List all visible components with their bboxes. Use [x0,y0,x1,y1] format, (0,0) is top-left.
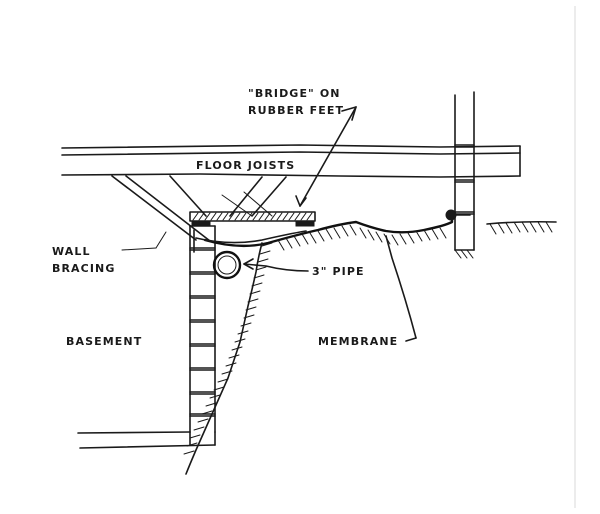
pipe-label: 3" PIPE [312,265,365,278]
wall-bracing-leader [121,231,167,251]
floor-joists [61,144,521,178]
wall-bracing-label-line1: WALL [52,245,91,258]
floor-slab [77,431,216,449]
membrane-fastener [445,209,471,221]
excavation-cut [183,242,273,475]
drain-pipe [212,250,242,280]
membrane-label: MEMBRANE [318,335,398,348]
membrane-leader [385,235,417,342]
bridge-label-line1: "BRIDGE" ON [248,87,341,100]
floor-joists-label: FLOOR JOISTS [196,159,295,172]
bridge-label-line2: RUBBER FEET [248,104,344,117]
bridge-leader [221,106,357,217]
wall-bracing [111,175,287,242]
grade-hatching [277,220,557,251]
bridge-plank [189,211,316,222]
wall-bracing-label-line2: BRACING [52,262,115,275]
pipe-leader [243,258,309,272]
basement-label: BASEMENT [66,335,142,348]
exterior-column [454,91,475,259]
